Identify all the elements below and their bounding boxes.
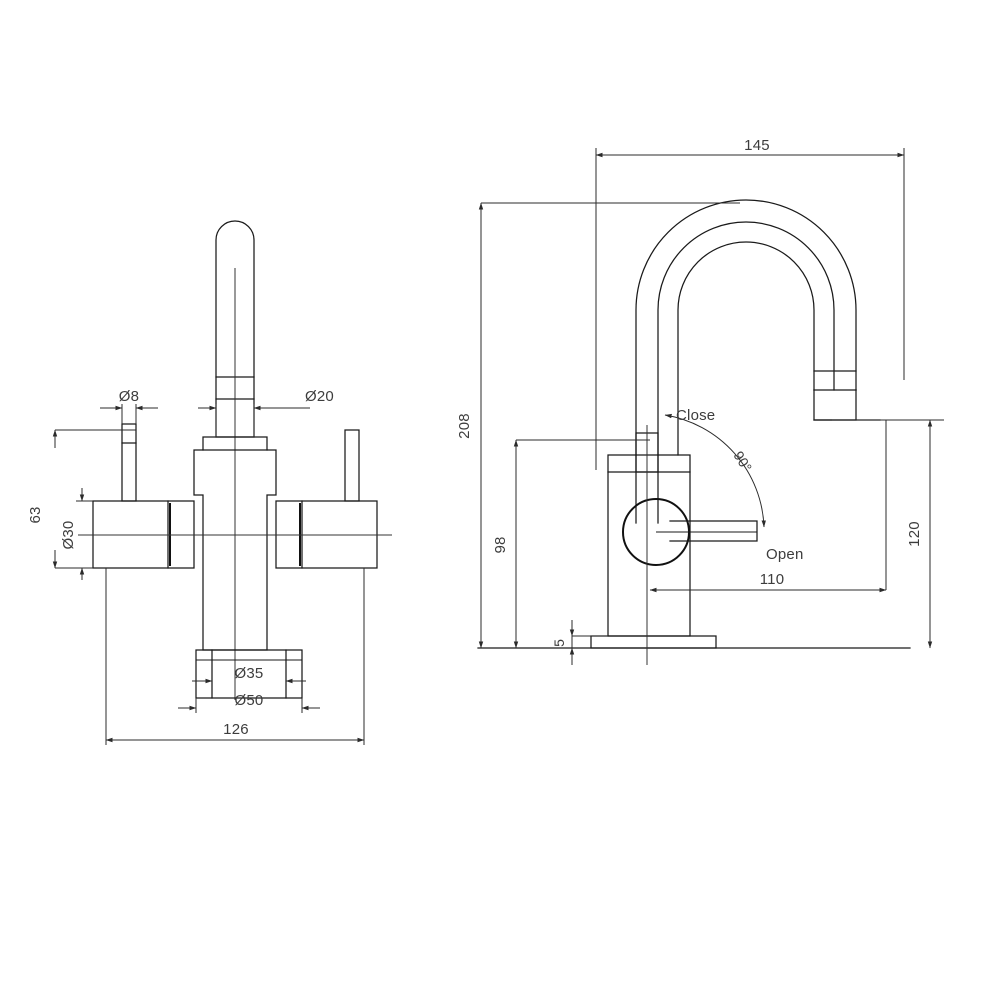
- rotation-arc-annotation: Close Open 90°: [664, 407, 804, 563]
- dim-label-98: 98: [492, 536, 509, 553]
- spout-tube: [215, 220, 255, 700]
- dim-label-d20: Ø20: [305, 388, 334, 405]
- base-plate: [477, 635, 911, 649]
- rotation-arc: [664, 413, 766, 528]
- base-flange: [195, 649, 303, 699]
- dim-label-110: 110: [760, 571, 785, 588]
- dim-label-d30: Ø30: [60, 521, 77, 550]
- dim-label-208: 208: [456, 413, 473, 439]
- front-elevation-view: Ø8 Ø20 63 Ø30: [27, 220, 392, 745]
- dim-d50: Ø50: [178, 692, 320, 713]
- dim-label-5: 5: [551, 639, 567, 647]
- body-column: [607, 432, 691, 637]
- dim-label-120: 120: [906, 521, 923, 547]
- dim-label-d8: Ø8: [119, 388, 139, 405]
- right-handle-assembly: [275, 429, 378, 569]
- gooseneck-spout: [635, 199, 881, 456]
- dim-label-126: 126: [223, 721, 249, 738]
- dim-110: 110: [649, 571, 887, 593]
- label-rotation-angle: 90°: [730, 448, 755, 474]
- dim-145: 145: [595, 137, 905, 470]
- dim-63: 63: [27, 429, 136, 569]
- label-open: Open: [766, 546, 804, 563]
- dim-d8: Ø8: [100, 388, 158, 424]
- dim-label-63: 63: [27, 506, 44, 523]
- label-close: Close: [676, 407, 715, 424]
- dim-d30: Ø30: [60, 488, 93, 580]
- dim-label-145: 145: [744, 137, 770, 154]
- dim-98: 98: [492, 439, 650, 649]
- dim-d20: Ø20: [198, 388, 334, 437]
- dim-label-d35: Ø35: [235, 665, 264, 682]
- side-elevation-view: Close Open 90° 145 208 98: [456, 137, 944, 665]
- left-handle-assembly: [92, 423, 195, 569]
- dim-5: 5: [551, 620, 608, 665]
- dim-208: 208: [456, 202, 740, 649]
- dim-label-d50: Ø50: [235, 692, 264, 709]
- dim-d35: Ø35: [192, 665, 306, 684]
- dim-126: 126: [105, 568, 365, 745]
- dim-120: 120: [832, 419, 944, 649]
